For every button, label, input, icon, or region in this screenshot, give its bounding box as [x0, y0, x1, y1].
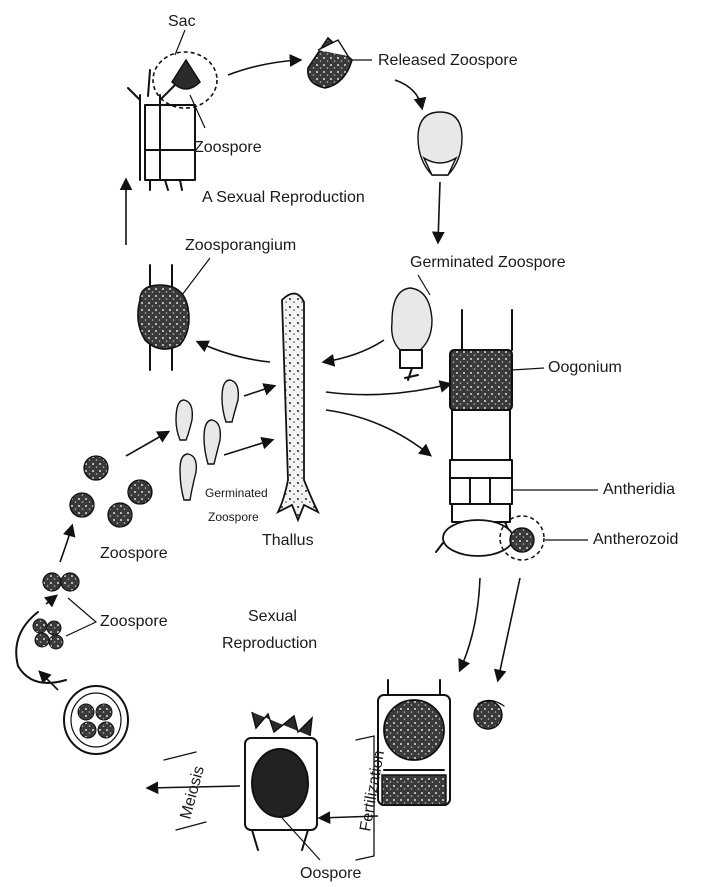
released-zoospore-figure — [308, 38, 352, 88]
germinated-zoospore-figure — [392, 288, 432, 380]
antherozoid-bottom-figure — [474, 700, 504, 729]
zoospore-top-leader — [190, 95, 205, 128]
arrow-germinated-small-to-thallus-2 — [224, 440, 272, 455]
arrow-germinated-to-thallus — [324, 340, 384, 362]
oospore-four-nuclei-figure — [64, 686, 128, 754]
oospore-label: Oospore — [300, 865, 361, 882]
arrow-sac-to-released — [228, 60, 300, 75]
sac-sporangium-figure — [128, 52, 217, 190]
arrow-thallus-to-oogonium — [326, 384, 450, 395]
antherozoid-label: Antherozoid — [593, 531, 678, 548]
arrow-zoospore-to-germinated — [438, 182, 440, 242]
arrow-oospore-to-meiosis — [148, 786, 240, 788]
oogonium-leader — [512, 368, 544, 370]
germinated-zoospore-mid-label-2: Zoospore — [208, 510, 259, 524]
sac-leader — [175, 30, 185, 55]
sexual-reproduction-label-2: Reproduction — [222, 635, 317, 652]
released-zoospore-label: Released Zoospore — [378, 52, 518, 69]
germinated-zoospore-top-label: Germinated Zoospore — [410, 254, 566, 271]
meiosis-tag: Meiosis — [164, 752, 208, 830]
thallus-figure — [278, 293, 318, 520]
arrow-thallus-to-zoosporangium — [198, 342, 270, 362]
antheridia-label: Antheridia — [603, 481, 675, 498]
zoosporangium-label: Zoosporangium — [185, 237, 296, 254]
arrow-thallus-to-antheridia — [326, 410, 430, 455]
arrow-oospore-to-zoospore-left — [40, 672, 58, 690]
asexual-reproduction-label: A Sexual Reproduction — [202, 189, 365, 206]
arrow-antheridia-to-oogonium-bottom — [460, 578, 480, 670]
zoosporangium-figure — [138, 265, 189, 370]
oospore-figure — [245, 712, 317, 850]
arrow-pair-to-zoospores — [60, 526, 72, 562]
zoospore-stage3-figure — [418, 112, 462, 175]
arrow-zoospores-to-germinated — [126, 432, 168, 456]
oogonium-label: Oogonium — [548, 359, 622, 376]
zoospore-left-label: Zoospore — [100, 613, 168, 630]
fertilizing-oogonium-figure — [378, 680, 450, 805]
sexual-filament-figure — [436, 310, 520, 556]
arrow-antherozoid-down — [498, 578, 520, 680]
free-zoospores-figure — [70, 456, 152, 527]
meiosis-label: Meiosis — [177, 764, 207, 821]
zoospore-mid-label: Zoospore — [100, 545, 168, 562]
zoosporangium-leader — [182, 258, 210, 295]
zoospore-left-leader — [66, 598, 96, 636]
sexual-reproduction-label-1: Sexual — [248, 608, 297, 625]
zoospore-top-label: Zoospore — [194, 139, 262, 156]
zoospore-pair-figure — [43, 573, 79, 591]
arrow-germinated-small-to-thallus-1 — [244, 386, 274, 396]
germinated-zoospores-small-figure — [176, 380, 238, 500]
arrow-to-zoospore-pair — [46, 596, 56, 604]
thallus-label: Thallus — [262, 532, 314, 549]
arrow-released-to-zoospore — [395, 80, 422, 108]
sac-label: Sac — [168, 13, 196, 30]
germinated-zoospore-mid-label-1: Germinated — [205, 486, 268, 500]
